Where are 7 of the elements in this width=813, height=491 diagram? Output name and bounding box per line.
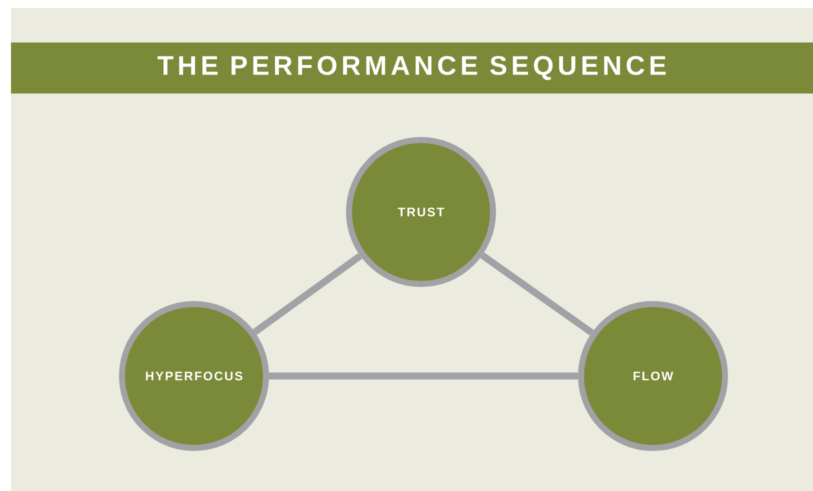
title-banner: THE PERFORMANCE SEQUENCE xyxy=(11,42,813,94)
circle-node: HYPERFOCUS xyxy=(119,300,269,451)
connector-line xyxy=(480,252,594,336)
connector-line xyxy=(269,372,578,380)
circle-node: TRUST xyxy=(346,136,496,287)
circle-node: FLOW xyxy=(578,300,728,451)
connector-line xyxy=(252,253,362,335)
